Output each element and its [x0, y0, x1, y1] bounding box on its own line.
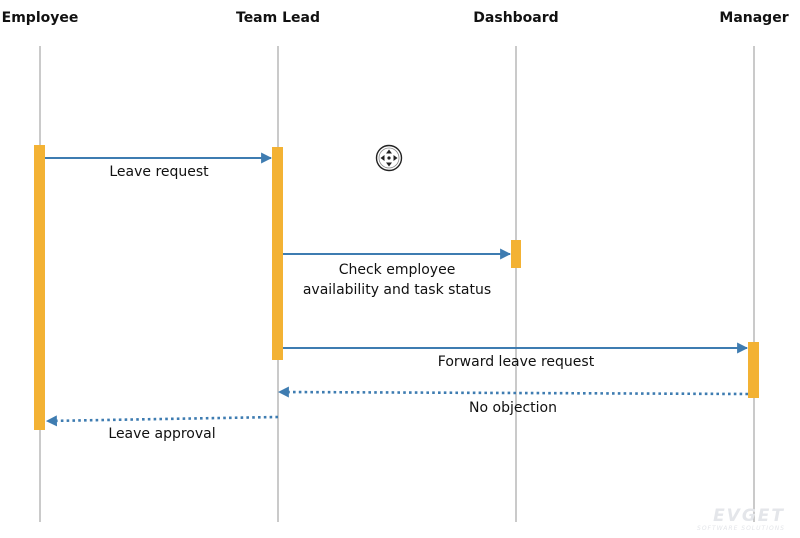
actor-label-manager: Manager: [719, 10, 788, 26]
activation-bar-team-lead: [272, 147, 283, 360]
actor-label-employee: Employee: [2, 10, 79, 26]
message-label-check-availability-line-1: Check employee: [339, 262, 456, 278]
activation-bar-dashboard: [511, 240, 521, 268]
message-arrow-no-objection: [277, 386, 749, 398]
message-label-leave-approval: Leave approval: [108, 426, 215, 442]
watermark-tagline: SOFTWARE SOLUTIONS: [697, 525, 785, 532]
move-cursor-icon[interactable]: [375, 144, 403, 172]
actor-label-dashboard: Dashboard: [473, 10, 558, 26]
actor-label-team-lead: Team Lead: [236, 10, 320, 26]
message-label-check-availability-line-2: availability and task status: [303, 282, 491, 298]
message-arrow-leave-approval: [45, 415, 279, 427]
activation-bar-manager: [748, 342, 759, 398]
watermark-brand: EVGET: [713, 506, 785, 526]
activation-bar-employee: [34, 145, 45, 430]
message-label-no-objection: No objection: [469, 400, 557, 416]
message-label-forward-leave-request: Forward leave request: [438, 354, 595, 370]
message-label-leave-request: Leave request: [109, 164, 209, 180]
